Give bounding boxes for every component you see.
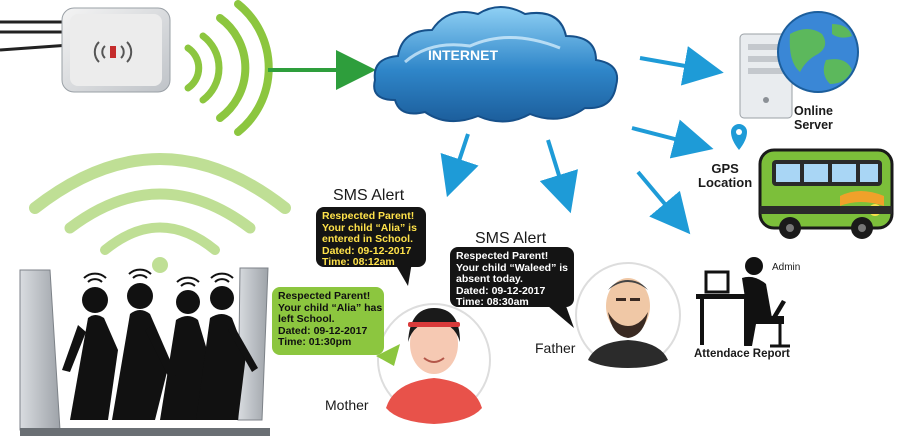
internet-label: INTERNET bbox=[428, 47, 498, 63]
school-entry-line-2: Your child “Alia” is bbox=[322, 221, 417, 234]
school-entry-line-3: entered in School. bbox=[322, 233, 414, 245]
arrow-to-school-alert bbox=[440, 133, 479, 198]
father-absent-line-4: Dated: 09-12-2017 bbox=[456, 284, 546, 297]
school-entry-sms-bubble: Respected Parent! Your child “Alia” is e… bbox=[316, 207, 426, 268]
mother-left-line-4: Dated: 09-12-2017 bbox=[278, 324, 368, 337]
internet-cloud-icon bbox=[373, 6, 618, 123]
bubble-tails bbox=[376, 262, 574, 366]
gps-line-2: Location bbox=[698, 175, 753, 190]
father-absent-sms-bubble: Respected Parent! Your child “Waleed” is… bbox=[450, 247, 574, 308]
father-absent-line-3: absent today. bbox=[456, 273, 523, 285]
online-server-label: Online Server bbox=[794, 104, 833, 132]
school-entry-line-1: Respected Parent! bbox=[322, 210, 415, 222]
students-icon bbox=[62, 283, 258, 420]
gate-signal-icon bbox=[29, 153, 291, 273]
mother-left-line-3: left School. bbox=[278, 313, 335, 325]
school-entry-line-4: Dated: 09-12-2017 bbox=[322, 244, 412, 257]
school-bus-icon bbox=[758, 148, 894, 239]
student-wifi-icons bbox=[83, 268, 234, 287]
gps-line-1: GPS bbox=[711, 161, 739, 176]
father-absent-line-1: Respected Parent! bbox=[456, 250, 549, 262]
online-server-line-2: Server bbox=[794, 118, 833, 132]
online-server-line-1: Online bbox=[794, 104, 833, 118]
mother-left-sms-bubble: Respected Parent! Your child “Alia” has … bbox=[272, 287, 384, 355]
school-sms-alert-title: SMS Alert bbox=[333, 187, 405, 204]
father-label: Father bbox=[535, 340, 576, 356]
mother-left-line-5: Time: 01:30pm bbox=[278, 336, 352, 348]
reader-signal-icon bbox=[184, 0, 273, 136]
school-entry-line-5: Time: 08:12am bbox=[322, 256, 395, 268]
father-absent-line-5: Time: 08:30am bbox=[456, 296, 529, 308]
gps-pin-icon bbox=[731, 124, 747, 150]
admin-label: Admin bbox=[772, 262, 801, 273]
father-sms-alert-title: SMS Alert bbox=[475, 230, 547, 247]
father-absent-line-2: Your child “Waleed” is bbox=[456, 261, 569, 274]
mother-left-line-1: Respected Parent! bbox=[278, 290, 371, 302]
cloud-arrows bbox=[440, 46, 724, 235]
mother-left-line-2: Your child “Alia” has bbox=[278, 301, 383, 314]
arrow-to-father bbox=[539, 139, 578, 214]
mother-avatar bbox=[377, 303, 491, 424]
gps-location-label: GPS Location bbox=[698, 162, 752, 190]
arrow-to-admin bbox=[636, 170, 691, 235]
attendance-report-label: Attendace Report bbox=[694, 348, 790, 360]
arrow-to-gps bbox=[631, 119, 714, 159]
admin-desk-icon bbox=[696, 257, 790, 348]
mother-label: Mother bbox=[325, 397, 369, 413]
father-avatar bbox=[575, 262, 681, 368]
arrow-to-server bbox=[639, 46, 724, 86]
rfid-reader-icon bbox=[0, 7, 171, 93]
globe-icon bbox=[777, 11, 859, 93]
school-gate-icon bbox=[19, 267, 270, 436]
